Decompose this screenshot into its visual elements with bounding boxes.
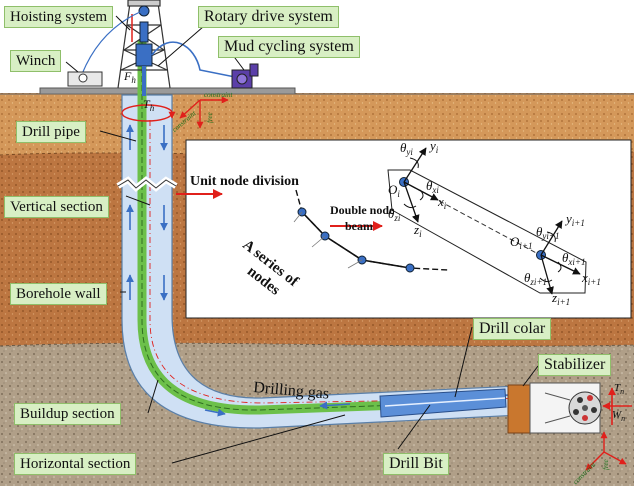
winch-icon — [67, 71, 103, 87]
rotary-drive-system-label: Rotary drive system — [198, 6, 339, 28]
drill-colar-label: Drill colar — [473, 318, 552, 340]
unit-node-division-label: Unit node division — [190, 174, 299, 189]
top-constraint-axes — [179, 96, 229, 129]
mud-cycling-system-label: Mud cycling system — [218, 36, 360, 58]
borehole-wall-label: Borehole wall — [10, 283, 107, 305]
free-top-label: free — [206, 112, 214, 123]
th-symbol: Th — [143, 97, 155, 113]
mud-pump-icon — [231, 63, 259, 89]
svg-text:yi: yi — [428, 138, 439, 155]
double-node-label: Double node — [330, 203, 395, 217]
vertical-section-label: Vertical section — [4, 196, 109, 218]
drill-pipe-label: Drill pipe — [16, 121, 86, 143]
stabilizer-block — [507, 384, 531, 434]
buildup-section-label: Buildup section — [14, 403, 121, 425]
node-division-inset — [185, 139, 632, 319]
free-bit-label: free — [602, 459, 610, 470]
bit-constraint-axes — [585, 431, 627, 471]
drilling-gas-label: Drilling gas — [253, 379, 330, 403]
hoist-pulley-icon — [138, 5, 150, 17]
derrick-tower — [117, 0, 171, 89]
stabilizer-label: Stabilizer — [538, 354, 612, 376]
top-drive-unit — [135, 43, 153, 67]
ground-platform — [39, 87, 296, 95]
svg-text:Oi: Oi — [388, 182, 400, 199]
svg-text:zi: zi — [413, 222, 422, 239]
fh-symbol: Fh — [123, 69, 136, 85]
drill-collar — [379, 388, 507, 418]
double-node-beam — [387, 147, 587, 295]
drill-bit-label: Drill Bit — [383, 453, 449, 475]
node-series — [293, 189, 449, 273]
svg-text:xi: xi — [437, 194, 447, 211]
hoisting-system-label: Hoisting system — [4, 6, 114, 28]
tn-symbol: Tn — [614, 382, 624, 396]
winch-label: Winch — [10, 50, 62, 72]
drill-bit-cutters-icon — [544, 391, 602, 425]
constraint-top-label: constraint — [204, 91, 233, 99]
horizontal-section-label: Horizontal section — [14, 453, 137, 475]
beam-label: beam — [345, 219, 373, 233]
